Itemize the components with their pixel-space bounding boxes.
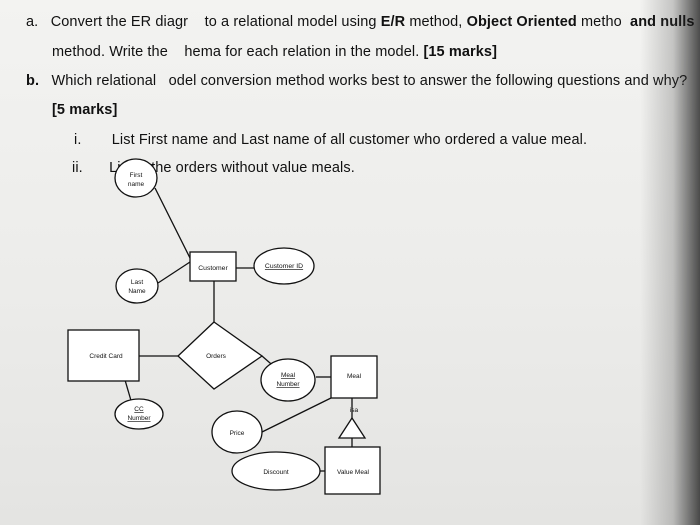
isa-label: isa	[350, 407, 359, 414]
entity-meal	[330, 355, 378, 399]
question-b-marks: [5 marks]	[52, 102, 118, 118]
attribute-discount	[231, 451, 321, 491]
entity-customer	[189, 251, 237, 282]
entity-value-meal	[324, 446, 381, 495]
first-name-label-2: name	[128, 181, 145, 188]
first-name-label-1: First	[130, 172, 143, 179]
credit-card-label: Credit Card	[89, 353, 123, 360]
meal-number-label-2: Number	[276, 381, 300, 388]
relationship-orders	[177, 321, 264, 390]
customer-id-label: Customer ID	[265, 263, 303, 270]
question-a-label: a.	[26, 14, 39, 30]
last-name-label-1: Last	[131, 279, 143, 286]
attribute-customer-id	[253, 247, 315, 285]
price-label: Price	[230, 430, 245, 437]
customer-label: Customer	[198, 265, 228, 272]
question-b-line-1: b. Which relational odel conversion meth…	[26, 73, 688, 89]
attribute-first-name	[114, 158, 158, 198]
cc-number-label-2: Number	[127, 415, 151, 422]
orders-label: Orders	[206, 353, 227, 360]
last-name-label-2: Name	[128, 288, 146, 295]
meal-number-label-1: Meal	[281, 372, 296, 379]
discount-label: Discount	[263, 469, 288, 476]
meal-label: Meal	[347, 373, 362, 380]
question-b-item-1: i. List First name and Last name of all …	[74, 132, 588, 148]
cc-number-label-1: CC	[134, 406, 144, 413]
value-meal-label: Value Meal	[337, 469, 370, 476]
question-a-line-2: method. Write the hema for each relation…	[52, 44, 497, 60]
entity-credit-card	[67, 329, 140, 382]
question-a-line-1: a. Convert the ER diagr to a relational …	[26, 14, 695, 30]
attribute-cc-number	[114, 398, 164, 430]
attribute-last-name	[115, 268, 159, 304]
attribute-meal-number	[260, 358, 316, 402]
isa-triangle	[337, 416, 367, 439]
attribute-price	[211, 410, 263, 454]
question-b-label: b.	[26, 73, 40, 89]
